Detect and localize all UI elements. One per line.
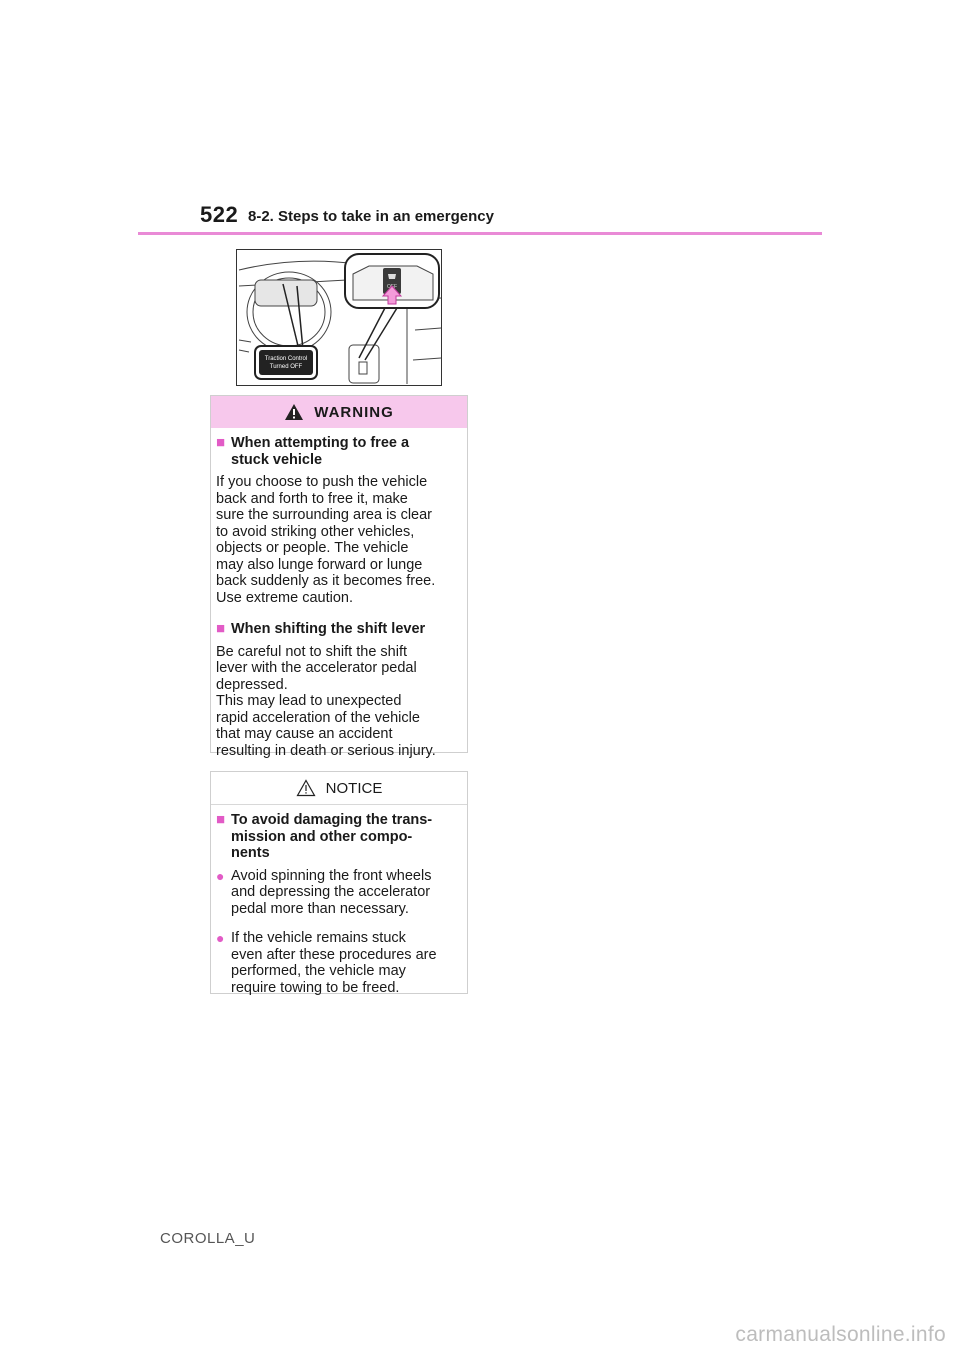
text-line: back and forth to free it, make [216, 490, 408, 507]
text-line: to avoid striking other vehicles, [216, 523, 415, 540]
warning-header: WARNING [211, 396, 467, 428]
notice-subhead: ■ To avoid damaging the trans- mission a… [216, 811, 463, 862]
display-screen [259, 350, 313, 375]
notice-bullet-1: ● Avoid spinning the front wheels and de… [216, 868, 463, 918]
text-line: If you choose to push the vehicle [216, 474, 428, 490]
page-number: 522 [200, 202, 239, 227]
display-text: Traction Control [265, 356, 307, 362]
text-line: that may cause an accident [216, 726, 393, 742]
notice-title: NOTICE [325, 779, 383, 797]
text-line: Be careful not to shift the shift [216, 643, 408, 660]
subhead-line: nents [231, 845, 270, 861]
notice-box: NOTICE ■ To avoid damaging the trans- mi… [210, 771, 468, 996]
section-title: 8-2. Steps to take in an emergency [248, 208, 494, 225]
dashboard-illustration: Traction Control Turned OFF OFF [236, 249, 442, 386]
text-line: depressed. [216, 676, 288, 693]
text-line: Avoid spinning the front wheels [231, 867, 432, 884]
text-line: sure the surrounding area is clear [216, 507, 433, 523]
text-line: and depressing the accelerator [231, 884, 431, 900]
subhead-line: When shifting the shift lever [231, 621, 426, 637]
warning-paragraph-1: If you choose to push the vehicle back a… [216, 474, 463, 606]
warning-paragraph-2: Be careful not to shift the shift lever … [216, 644, 463, 760]
watermark[interactable]: carmanualsonline.info [735, 1323, 946, 1346]
notice-body: ■ To avoid damaging the trans- mission a… [211, 805, 467, 996]
notice-bullet-2: ● If the vehicle remains stuck even afte… [216, 930, 463, 996]
square-bullet-icon: ■ [216, 434, 226, 451]
subhead-line: stuck vehicle [231, 451, 323, 468]
text-line: require towing to be freed. [231, 979, 400, 996]
callout-line-right-a [364, 307, 398, 361]
footer-model: COROLLA_U [160, 1230, 256, 1247]
text-line: resulting in death or serious injury. [216, 742, 436, 759]
shift-area [348, 344, 380, 384]
subhead-line: When attempting to free a [231, 435, 410, 451]
shift-knob [358, 361, 368, 375]
text-line: even after these procedures are [231, 946, 437, 963]
text-line: back suddenly as it becomes free. [216, 573, 436, 589]
callout-line-left-b [296, 285, 304, 351]
warning-subhead-2: ■ When shifting the shift lever [216, 620, 463, 638]
square-bullet-icon: ■ [216, 620, 226, 637]
text-line: lever with the accelerator pedal [216, 660, 417, 676]
notice-header: NOTICE [211, 772, 467, 805]
text-line: rapid acceleration of the vehicle [216, 709, 420, 726]
text-line: objects or people. The vehicle [216, 540, 409, 556]
warning-subhead-1: ■ When attempting to free a stuck vehicl… [216, 434, 463, 468]
warning-body: ■ When attempting to free a stuck vehicl… [211, 428, 467, 759]
warning-box: WARNING ■ When attempting to free a stuc… [210, 395, 468, 759]
header-rule [138, 232, 822, 235]
dash-top-line [238, 260, 358, 271]
caution-triangle-icon [296, 779, 316, 797]
subhead-line: mission and other compo- [231, 828, 413, 845]
traction-control-off-switch-icon [383, 268, 401, 294]
text-line: performed, the vehicle may [231, 963, 406, 979]
square-bullet-icon: ■ [216, 811, 226, 828]
display-text-2: Turned OFF [270, 364, 303, 370]
subhead-line: To avoid damaging the trans- [231, 812, 433, 828]
callout-line-right-b [358, 303, 388, 359]
text-line: This may lead to unexpected [216, 693, 402, 709]
callout-line-left-a [282, 283, 300, 351]
dashboard-drawing: Traction Control Turned OFF OFF [238, 253, 441, 384]
press-arrow-icon [381, 285, 403, 305]
text-line: Use extreme caution. [216, 589, 354, 606]
warning-title: WARNING [314, 403, 394, 421]
side-lines [238, 339, 252, 353]
text-line: If the vehicle remains stuck [231, 930, 406, 946]
car-skid-glyph [388, 274, 396, 279]
text-line: may also lunge forward or lunge [216, 556, 423, 573]
text-line: pedal more than necessary. [231, 900, 409, 917]
circle-bullet-icon: ● [216, 930, 225, 946]
instrument-cluster [254, 279, 318, 307]
circle-bullet-icon: ● [216, 867, 225, 884]
warning-triangle-icon [285, 404, 304, 420]
